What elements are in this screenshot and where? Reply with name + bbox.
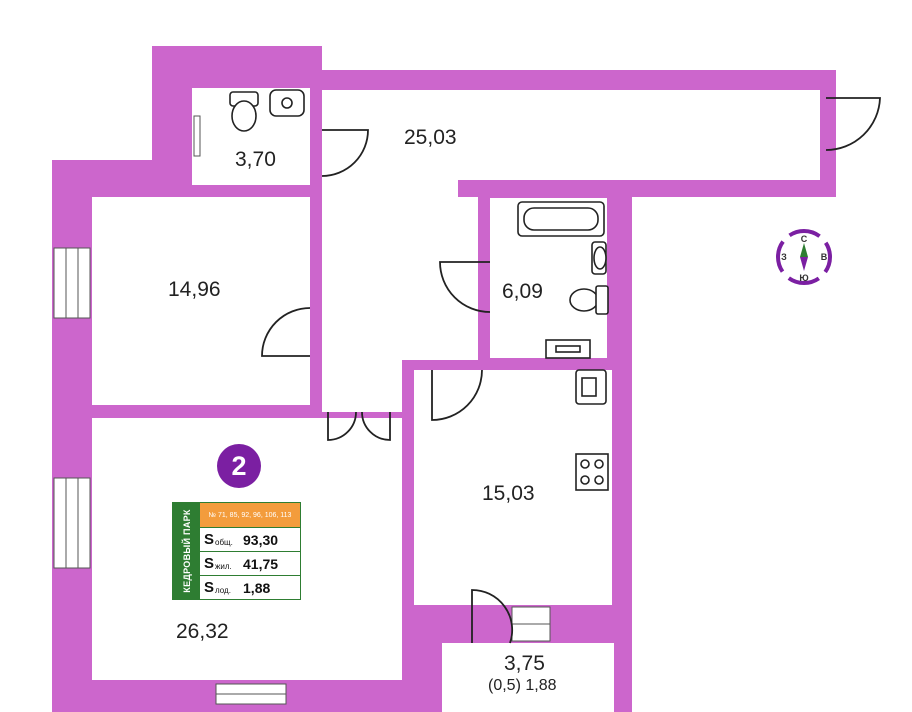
compass-north: С xyxy=(801,234,808,244)
compass-needle-north xyxy=(800,243,808,257)
fixtures xyxy=(229,89,609,491)
door-entrance xyxy=(825,97,881,151)
partition-bath-bottom xyxy=(478,358,632,370)
washer xyxy=(545,339,591,359)
brand-logo: КЕДРОВЫЙ ПАРК xyxy=(173,503,200,599)
compass-needle-south xyxy=(800,257,808,271)
area-legend: КЕДРОВЫЙ ПАРК № 71, 85, 92, 96, 106, 113… xyxy=(172,502,301,600)
compass-south: Ю xyxy=(799,273,808,283)
room-hall xyxy=(310,90,820,412)
label-living-area: 26,32 xyxy=(176,620,229,643)
legend-sub: лод. xyxy=(215,586,231,595)
windows xyxy=(53,115,551,705)
legend-sub: общ. xyxy=(215,538,233,547)
room-loggia xyxy=(442,643,614,712)
compass-icon: С Ю З В xyxy=(776,229,832,285)
door-loggia xyxy=(471,589,514,644)
door-living-left xyxy=(327,411,357,441)
toilet-wc xyxy=(229,91,259,132)
door-bathroom xyxy=(439,261,491,313)
label-bedroom-area: 14,96 xyxy=(168,278,221,301)
sink-bath xyxy=(591,241,607,275)
partition-bath-right xyxy=(607,197,632,367)
window-living xyxy=(53,477,91,569)
compass-east: В xyxy=(821,252,828,262)
legend-sub: жил. xyxy=(215,562,232,571)
legend-row-total: S общ. 93,30 xyxy=(200,527,300,551)
door-living-right xyxy=(361,411,391,441)
door-kitchen xyxy=(431,369,483,421)
partition-bath-left xyxy=(478,197,490,360)
label-hall-area: 25,03 xyxy=(404,126,457,149)
room-bedroom xyxy=(92,197,310,405)
toilet-bath xyxy=(569,285,609,315)
legend-value: 93,30 xyxy=(243,531,279,548)
partition-bedroom-bottom xyxy=(52,405,322,418)
partitions xyxy=(52,185,632,712)
rooms-count-badge: 2 xyxy=(217,444,261,488)
label-wc-area: 3,70 xyxy=(235,148,276,171)
legend-symbol: S xyxy=(204,531,215,548)
partition-wc-bottom xyxy=(182,185,322,197)
partition-bedroom-right xyxy=(310,185,322,405)
legend-value: 1,88 xyxy=(243,579,271,596)
label-bathroom-area: 6,09 xyxy=(502,280,543,303)
legend-value: 41,75 xyxy=(243,555,279,572)
partition-living-right xyxy=(402,360,414,680)
label-loggia-note: (0,5) 1,88 xyxy=(488,677,557,694)
apartment-numbers: № 71, 85, 92, 96, 106, 113 xyxy=(200,503,300,527)
stove xyxy=(575,453,609,491)
label-kitchen-area: 15,03 xyxy=(482,482,535,505)
door-bedroom xyxy=(261,307,311,357)
label-loggia-area: 3,75 xyxy=(504,652,545,675)
kitchen-sink xyxy=(575,369,607,405)
legend-row-living: S жил. 41,75 xyxy=(200,551,300,575)
legend-symbol: S xyxy=(204,579,215,596)
legend-row-loggia: S лод. 1,88 xyxy=(200,575,300,599)
window-bedroom xyxy=(53,247,91,319)
bathtub xyxy=(517,201,605,237)
brand-name: КЕДРОВЫЙ ПАРК xyxy=(181,509,192,593)
doors xyxy=(261,97,881,644)
door-wc xyxy=(321,129,369,177)
sink-wc xyxy=(269,89,305,117)
compass-west: З xyxy=(781,252,787,262)
window-wc-mirror xyxy=(193,115,201,157)
legend-symbol: S xyxy=(204,555,215,572)
